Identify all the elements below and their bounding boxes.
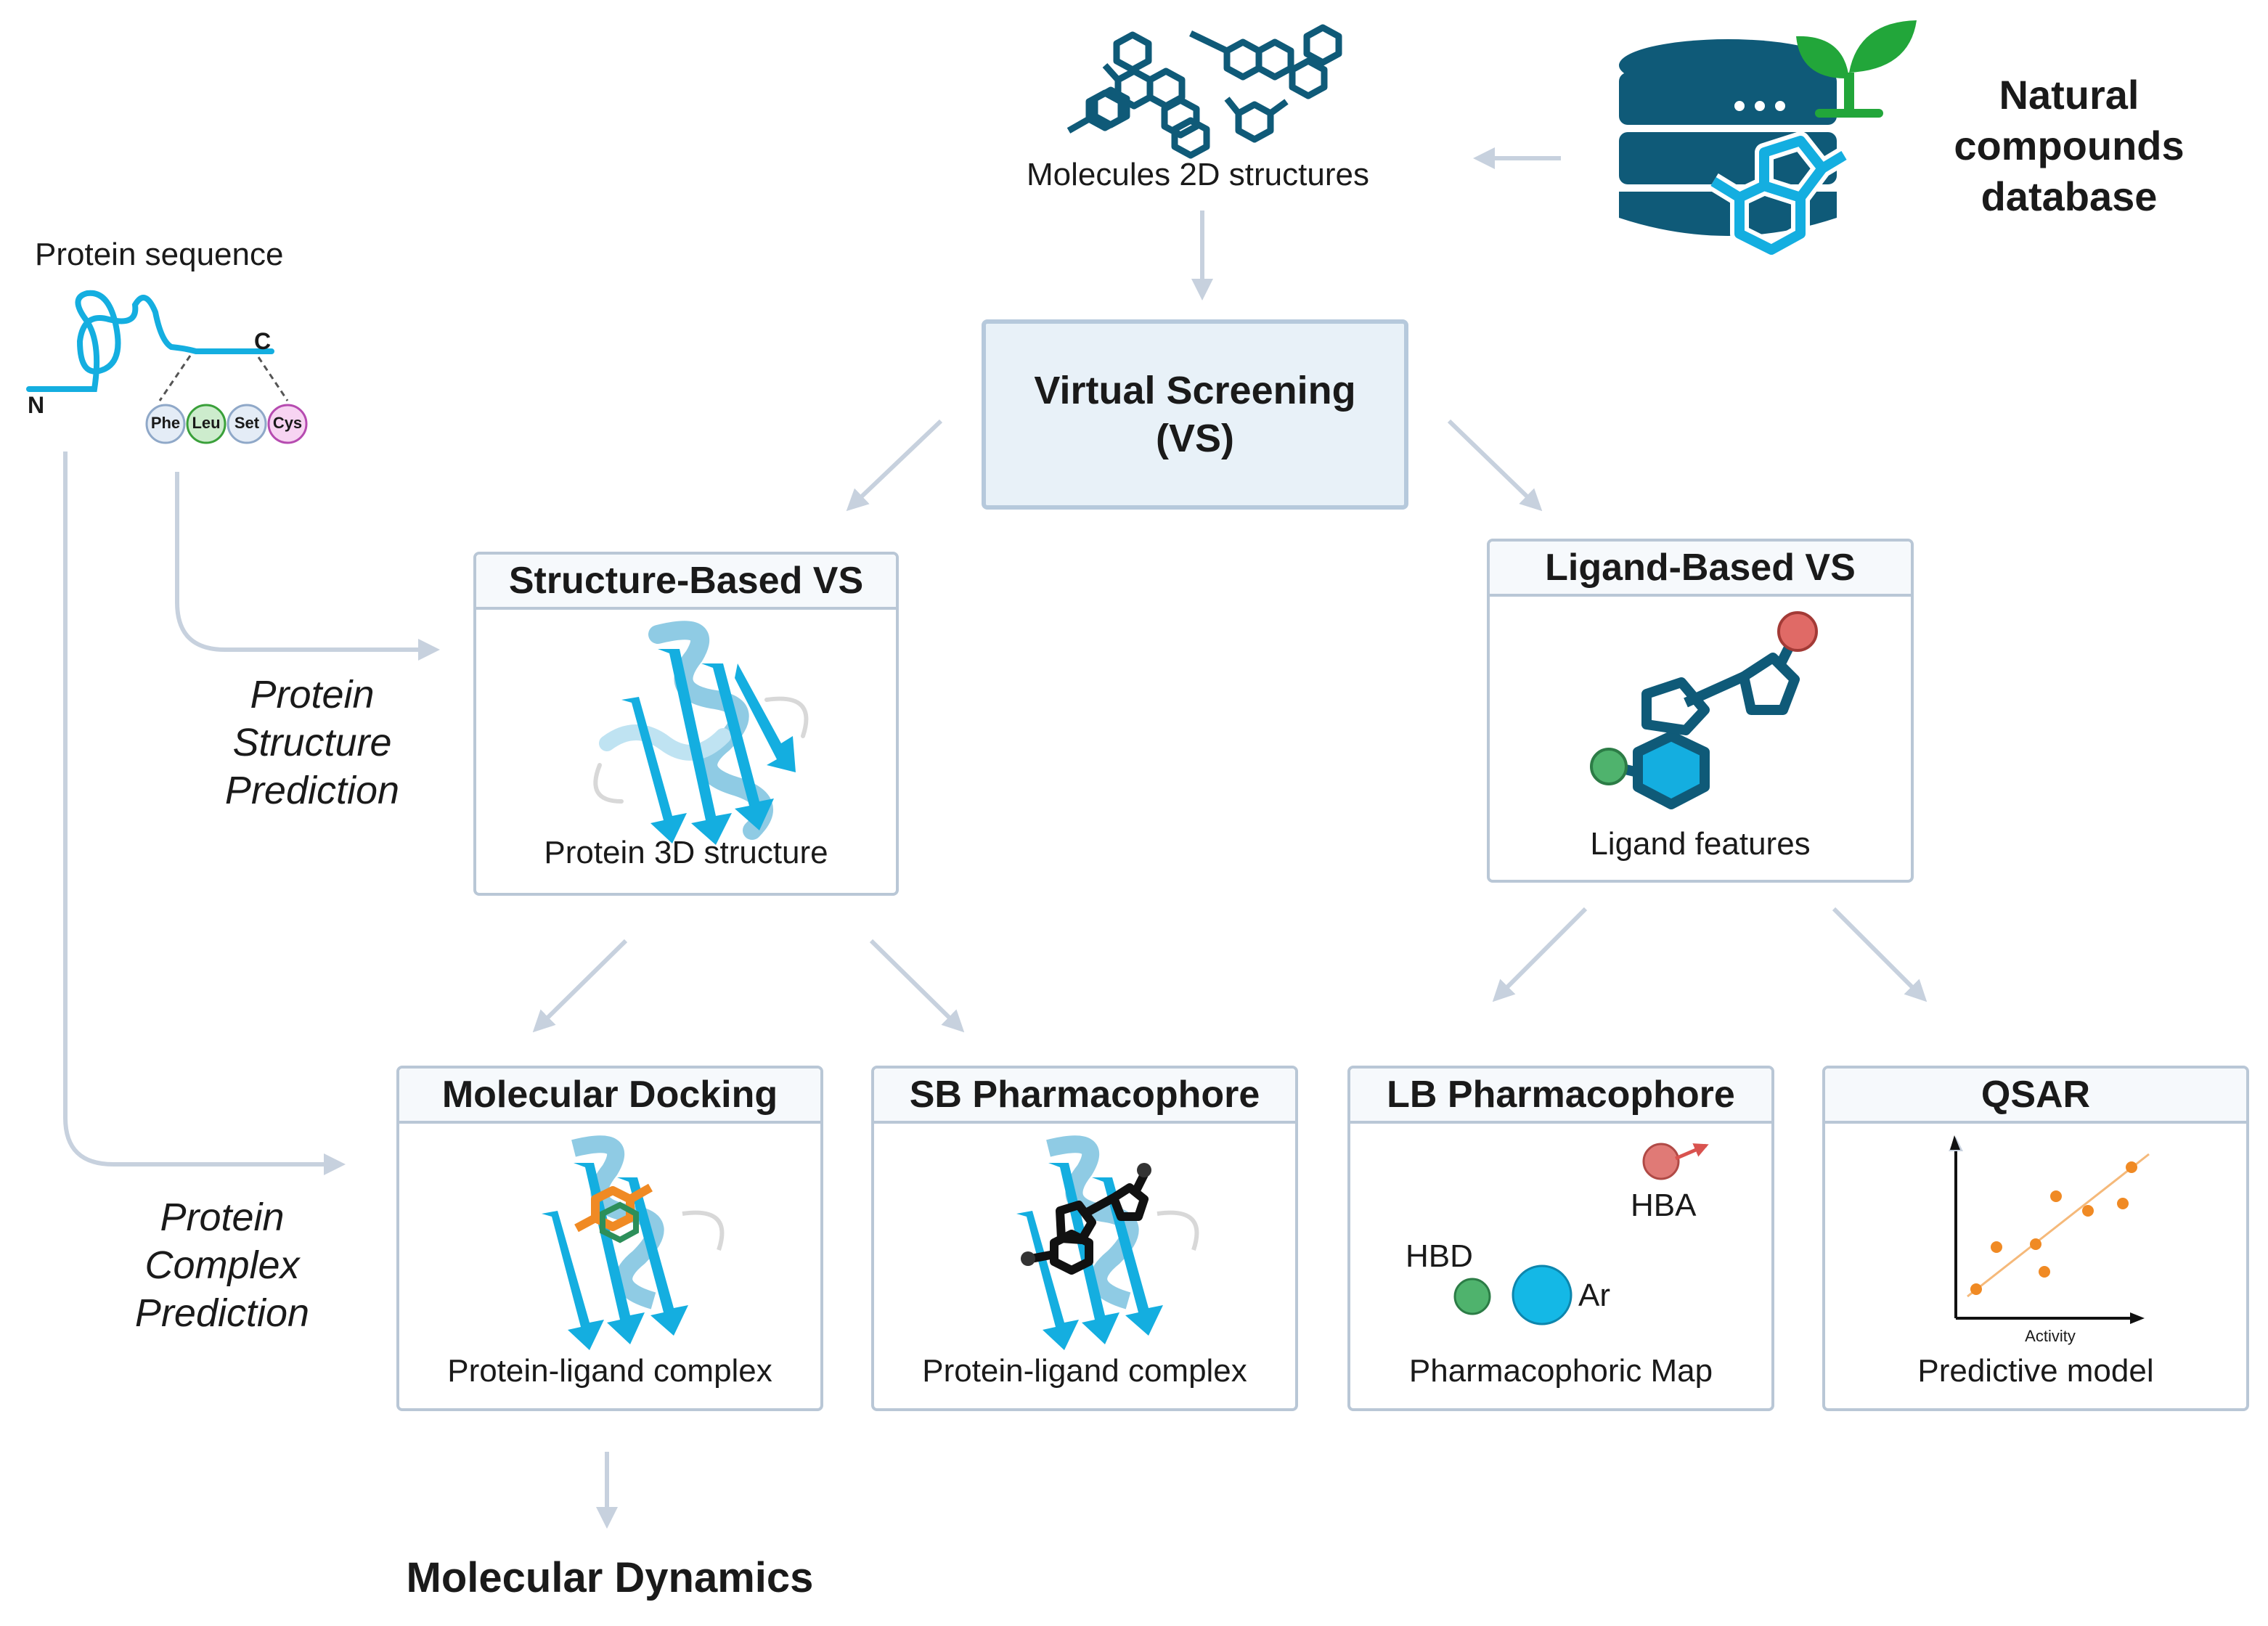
arrow-sequence-to-structure — [175, 472, 440, 661]
database-icon — [1619, 39, 1849, 259]
plant-icon — [1796, 20, 1917, 118]
lb-pharmacophore-title: LB Pharmacophore — [1350, 1069, 1771, 1124]
residue-leu: Leu — [192, 414, 221, 432]
molecules-2d-label: Molecules 2D structures — [1027, 157, 1369, 192]
ligand-based-vs-title: Ligand-Based VS — [1490, 542, 1911, 597]
molecular-docking-title: Molecular Docking — [399, 1069, 820, 1124]
database-label-line-3: database — [1981, 173, 2158, 219]
virtual-screening-abbrev: (VS) — [1156, 417, 1234, 460]
qsar-title: QSAR — [1825, 1069, 2246, 1124]
residue-cys: Cys — [272, 414, 303, 432]
protein-sequence-label: Protein sequence — [35, 237, 284, 272]
qsar-plot-icon — [1949, 1135, 2150, 1324]
structure-based-vs-box: Structure-Based VS Protein 3D structure — [473, 552, 899, 896]
protein-3d-icon — [593, 621, 809, 845]
arrow-vs-to-ligand-based — [1447, 419, 1543, 512]
qsar-axis-label: Activity — [2025, 1327, 2076, 1345]
qsar-box: QSAR Activity Predictive model — [1822, 1066, 2249, 1411]
ligand-features-icon — [1590, 611, 1818, 809]
c-terminus-label: C — [254, 328, 272, 354]
ligand-features-caption: Ligand features — [1590, 826, 1811, 862]
ar-label: Ar — [1578, 1278, 1610, 1313]
protein-3d-caption: Protein 3D structure — [544, 835, 828, 870]
sb-pharmacophore-caption: Protein-ligand complex — [922, 1353, 1247, 1389]
lb-pharmacophore-box: LB Pharmacophore HBA HBD Ar Pharmacophor… — [1347, 1066, 1774, 1411]
docking-complex-icon — [542, 1135, 725, 1350]
molecular-dynamics-label: Molecular Dynamics — [406, 1554, 814, 1601]
arrow-vs-to-structure-based — [846, 419, 943, 512]
cpp-line-2: Complex — [144, 1243, 300, 1287]
pharmacophoric-map-caption: Pharmacophoric Map — [1408, 1353, 1713, 1389]
protein-sequence-icon — [26, 290, 308, 444]
virtual-screening-title: Virtual Screening — [1034, 369, 1356, 412]
arrow-sb-to-docking — [532, 939, 628, 1033]
residue-phe: Phe — [150, 414, 181, 432]
ligand-based-vs-box: Ligand-Based VS Ligand features — [1487, 539, 1914, 883]
cpp-line-1: Protein — [160, 1196, 285, 1239]
sb-pharmacophore-box: SB Pharmacophore Protein-ligand complex — [871, 1066, 1298, 1411]
flow-arrows — [63, 147, 1928, 1529]
arrow-lb-to-qsar — [1832, 907, 1928, 1002]
n-terminus-label: N — [28, 392, 45, 418]
virtual-screening-box: Virtual Screening (VS) — [982, 319, 1408, 510]
hba-sphere — [1642, 1143, 1680, 1180]
protein-structure-prediction-label: Protein Structure Prediction — [203, 671, 421, 814]
database-label-line-2: compounds — [1954, 123, 2185, 168]
cpp-line-3: Prediction — [134, 1291, 310, 1335]
molecules-2d-icon — [1066, 24, 1342, 159]
qsar-caption: Predictive model — [1917, 1353, 2154, 1389]
pharmacophoric-map-icon — [1453, 1143, 1709, 1325]
docking-caption: Protein-ligand complex — [447, 1353, 772, 1389]
database-label-line-1: Natural — [1999, 72, 2139, 118]
hbd-label: HBD — [1406, 1238, 1473, 1274]
sb-complex-icon — [1016, 1135, 1199, 1350]
spp-line-3: Prediction — [224, 769, 400, 812]
spp-line-1: Protein — [250, 673, 375, 716]
hbd-sphere — [1453, 1278, 1491, 1315]
database-label: Natural compounds database — [1931, 70, 2207, 222]
ar-sphere — [1512, 1265, 1572, 1325]
residue-set: Set — [234, 414, 260, 432]
protein-complex-prediction-label: Protein Complex Prediction — [113, 1193, 331, 1337]
spp-line-2: Structure — [232, 721, 392, 764]
molecular-docking-box: Molecular Docking Protein-ligand complex — [396, 1066, 823, 1411]
arrow-lb-to-lb-pharmacophore — [1492, 907, 1588, 1002]
hba-label: HBA — [1631, 1188, 1697, 1223]
arrow-sb-to-sb-pharmacophore — [869, 939, 965, 1033]
structure-based-vs-title: Structure-Based VS — [476, 555, 896, 610]
arrow-sequence-to-complex — [63, 452, 346, 1175]
sb-pharmacophore-title: SB Pharmacophore — [874, 1069, 1295, 1124]
